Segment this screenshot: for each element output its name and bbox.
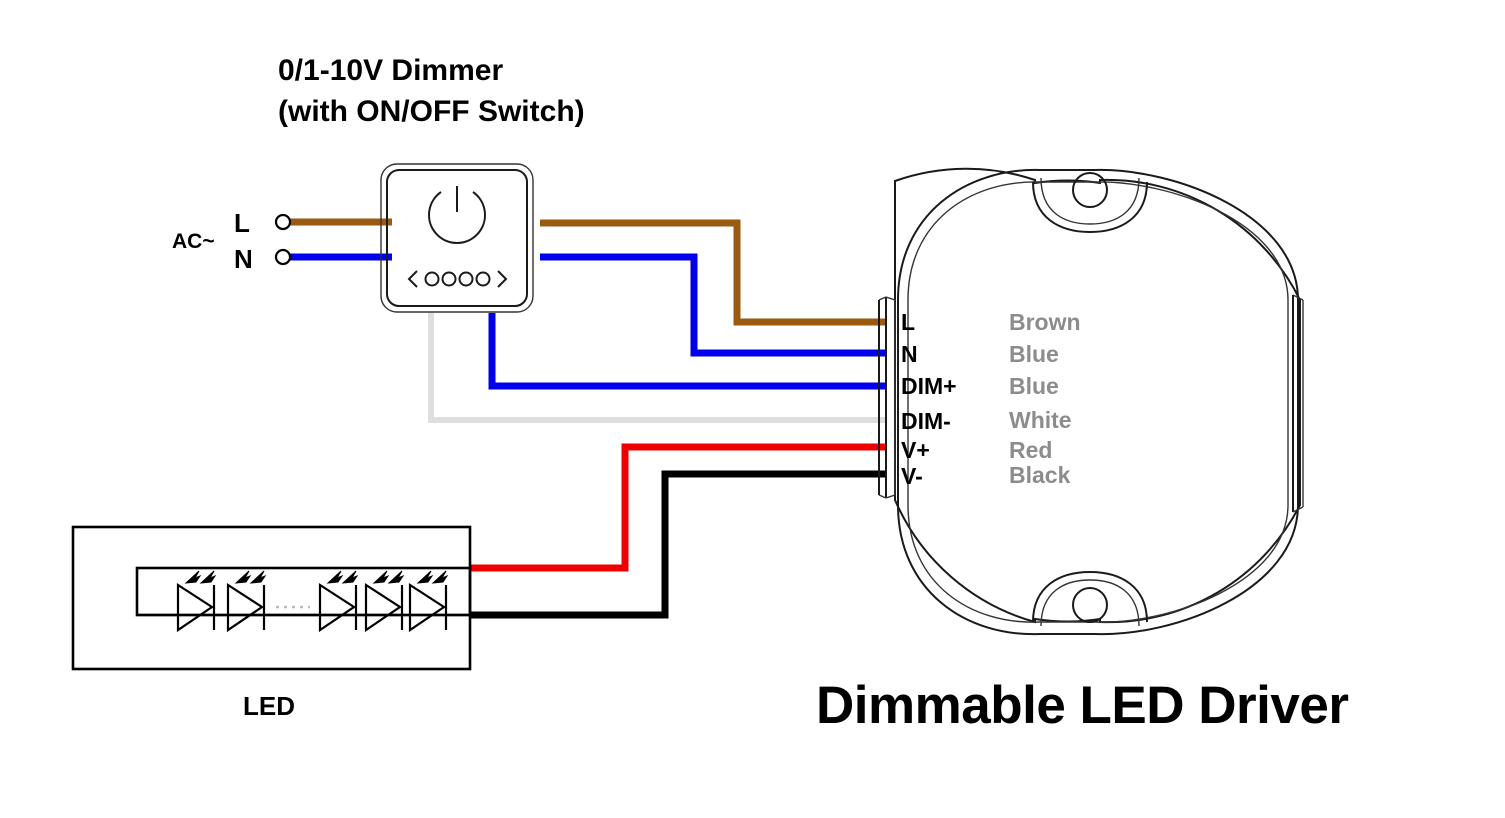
- led-module-label: LED: [243, 691, 295, 721]
- wire-led-negative-black: [470, 470, 886, 619]
- driver-wire-color-n: Blue: [1009, 341, 1059, 367]
- driver-mount-hole-top: [1072, 172, 1108, 208]
- ac-terminal-label-l: L: [234, 208, 250, 238]
- led-symbol-1: [176, 570, 217, 633]
- dimmer-title-line1: 0/1-10V Dimmer: [278, 54, 503, 87]
- wire-group: [285, 218, 886, 619]
- driver-mounting-tab-bottom: [1032, 570, 1148, 627]
- ac-input-group: AC~ L N: [172, 208, 292, 274]
- driver-body-inner-ring: [907, 181, 1289, 623]
- led-symbol-4: [364, 570, 405, 633]
- ac-terminal-label-n: N: [234, 244, 253, 274]
- driver-title: Dimmable LED Driver: [816, 676, 1348, 735]
- level-dot-4[interactable]: [475, 271, 491, 287]
- level-dot-1[interactable]: [424, 271, 440, 287]
- ac-terminal-post-n[interactable]: [274, 248, 292, 266]
- driver-body-ring: [897, 168, 1299, 636]
- driver-terminal-label-l: L: [901, 309, 915, 335]
- driver-wire-color-v-plus: Red: [1009, 437, 1052, 463]
- driver-terminal-label-n: N: [901, 341, 918, 367]
- led-driver-device: L N DIM+ DIM- V+ V- Brown Blue Blue Whit…: [878, 167, 1304, 636]
- driver-mount-hole-bottom: [1072, 587, 1108, 623]
- driver-terminal-label-dim-plus: DIM+: [901, 373, 957, 399]
- driver-terminal-label-v-plus: V+: [901, 437, 930, 463]
- level-dot-2[interactable]: [441, 271, 457, 287]
- driver-terminal-label-dim-minus: DIM-: [901, 408, 951, 434]
- dimmer-title-group: 0/1-10V Dimmer (with ON/OFF Switch): [278, 54, 585, 128]
- dimmer-outer-shell: [380, 163, 534, 313]
- wire-led-positive-red: [470, 443, 886, 572]
- led-symbol-3: [318, 570, 359, 633]
- driver-wire-color-l: Brown: [1009, 309, 1081, 335]
- dimmer-faceplate: [386, 169, 528, 307]
- wire-dim-minus-white: [428, 313, 886, 423]
- driver-right-edge: [1292, 294, 1304, 513]
- led-symbol-5: [408, 570, 449, 633]
- led-module: LED: [71, 525, 472, 721]
- dimmer-title-line2: (with ON/OFF Switch): [278, 95, 585, 128]
- wire-dimmer-to-driver-l-brown: [540, 219, 886, 326]
- driver-wire-color-dim-minus: White: [1009, 407, 1072, 433]
- ac-source-label: AC~: [172, 230, 215, 253]
- dimmer-level-indicator[interactable]: [407, 270, 508, 288]
- driver-wire-color-dim-plus: Blue: [1009, 373, 1059, 399]
- level-dot-3[interactable]: [458, 271, 474, 287]
- power-icon[interactable]: [428, 186, 486, 244]
- driver-terminal-label-v-minus: V-: [901, 463, 923, 489]
- driver-wire-color-v-minus: Black: [1009, 462, 1071, 488]
- wire-dim-plus-blue: [488, 313, 886, 390]
- driver-mounting-tab-top: [1032, 172, 1148, 234]
- wire-dimmer-to-driver-n-blue: [540, 253, 886, 357]
- driver-terminal-strip: [878, 296, 896, 499]
- dimmer-device[interactable]: [380, 163, 534, 313]
- ac-terminal-post-l[interactable]: [274, 213, 292, 231]
- led-symbol-2: [226, 570, 267, 633]
